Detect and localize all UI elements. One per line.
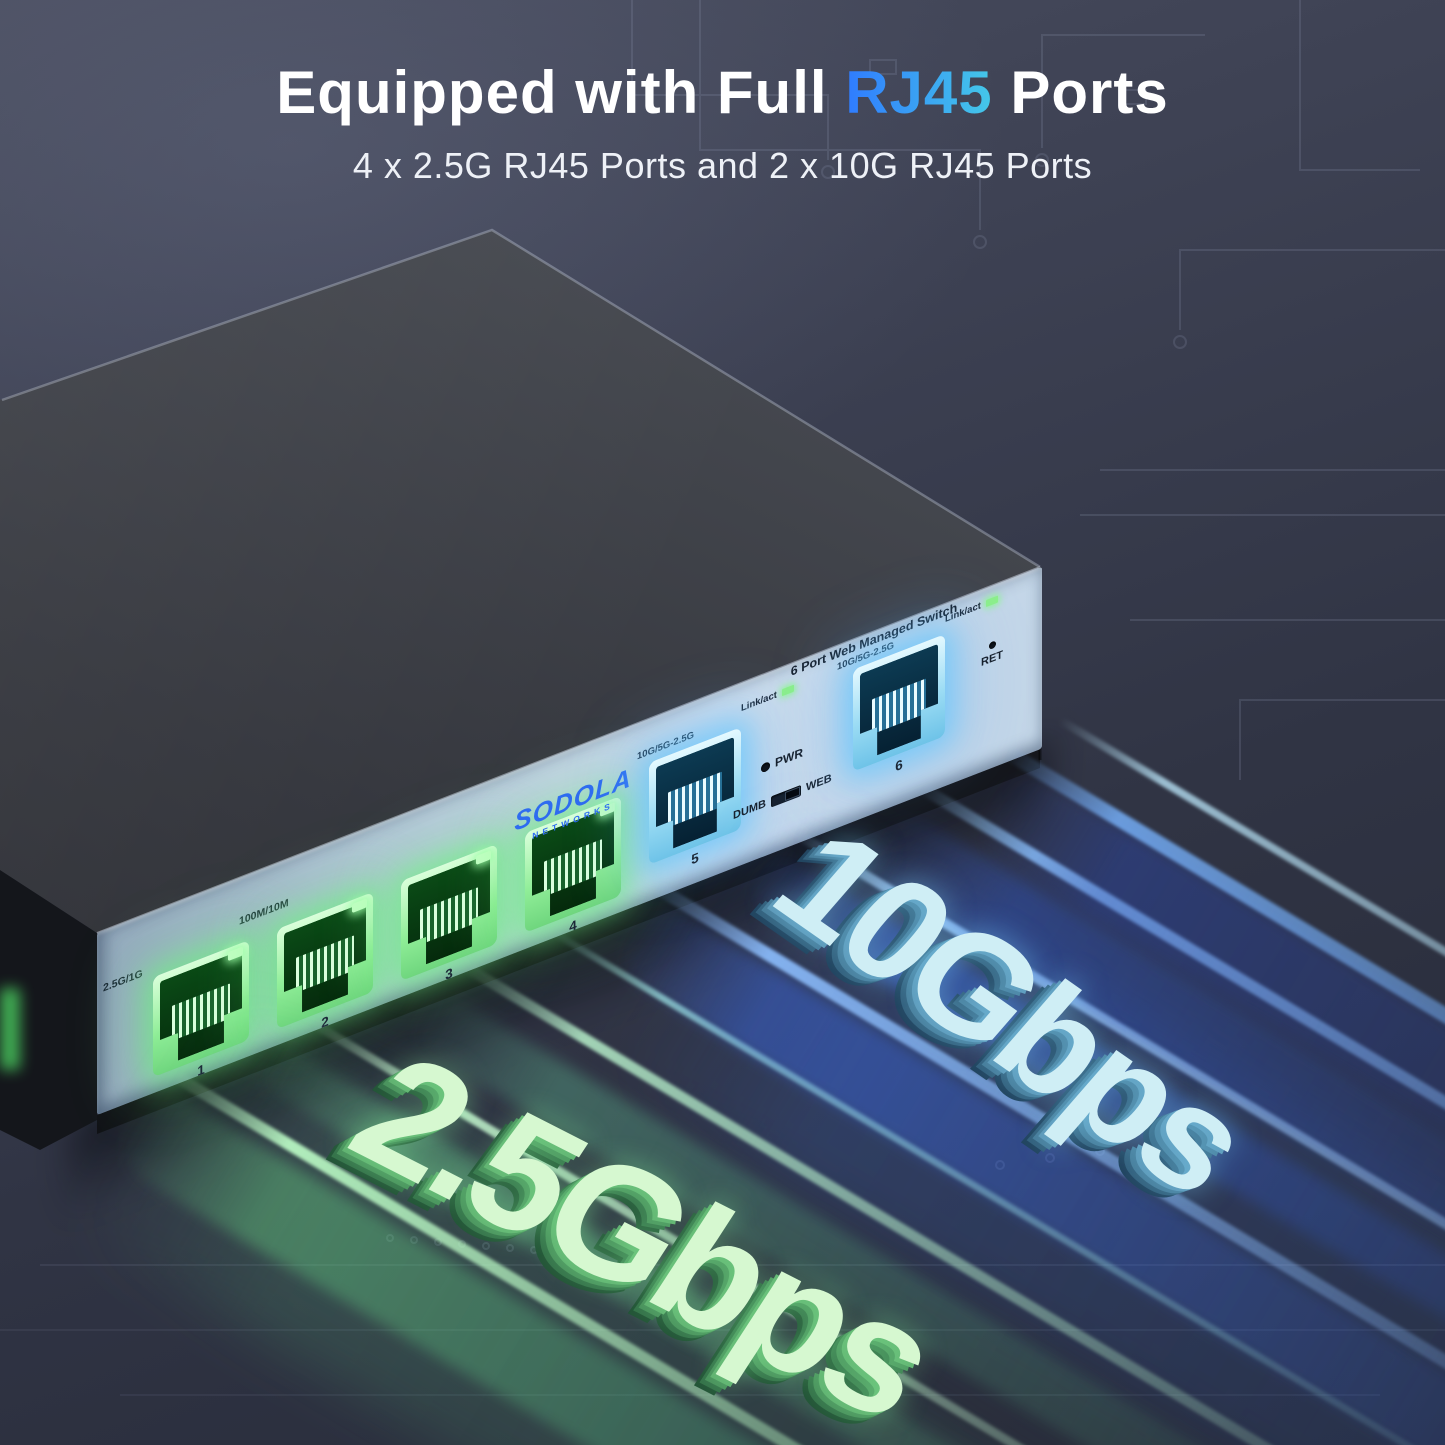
title-suffix: Ports — [992, 59, 1169, 126]
page-title: Equipped with Full RJ45 Ports — [0, 58, 1445, 127]
rj45-jack — [408, 854, 490, 972]
headline-block: Equipped with Full RJ45 Ports 4 x 2.5G R… — [0, 0, 1445, 187]
rj45-pins — [544, 839, 601, 896]
mode-web-label: WEB — [806, 772, 832, 794]
rj45-pins — [420, 888, 477, 945]
reset-hole-icon — [988, 640, 996, 651]
rj45-pins — [296, 936, 353, 993]
power-label: PWR — [775, 745, 803, 771]
power-indicator: PWR — [761, 745, 803, 775]
title-prefix: Equipped with Full — [276, 59, 846, 126]
reset-label: RET — [981, 648, 1003, 670]
port1-speed-label: 2.5G/1G — [103, 967, 143, 995]
rj45-jack — [656, 737, 734, 855]
rj45-pins — [668, 771, 723, 827]
rj45-pins — [172, 984, 229, 1041]
page-subtitle: 4 x 2.5G RJ45 Ports and 2 x 10G RJ45 Por… — [352, 145, 1093, 186]
title-highlight-rj45: RJ45 — [845, 59, 993, 126]
side-port-glow — [0, 988, 20, 1070]
rj45-pins — [872, 678, 927, 734]
rj45-jack — [284, 902, 366, 1020]
reset-control: RET — [981, 638, 1003, 670]
mode-toggle-icon — [771, 784, 801, 808]
link-act-led-icon — [781, 684, 794, 697]
power-led-icon — [761, 760, 770, 773]
rj45-jack — [860, 644, 938, 762]
rj45-jack — [160, 950, 242, 1068]
mode-toggle-knob — [785, 785, 800, 801]
port2-speed-label: 100M/10M — [239, 896, 289, 928]
link-act-led-icon — [985, 595, 998, 608]
mode-switch: DUMB WEB — [733, 772, 832, 822]
